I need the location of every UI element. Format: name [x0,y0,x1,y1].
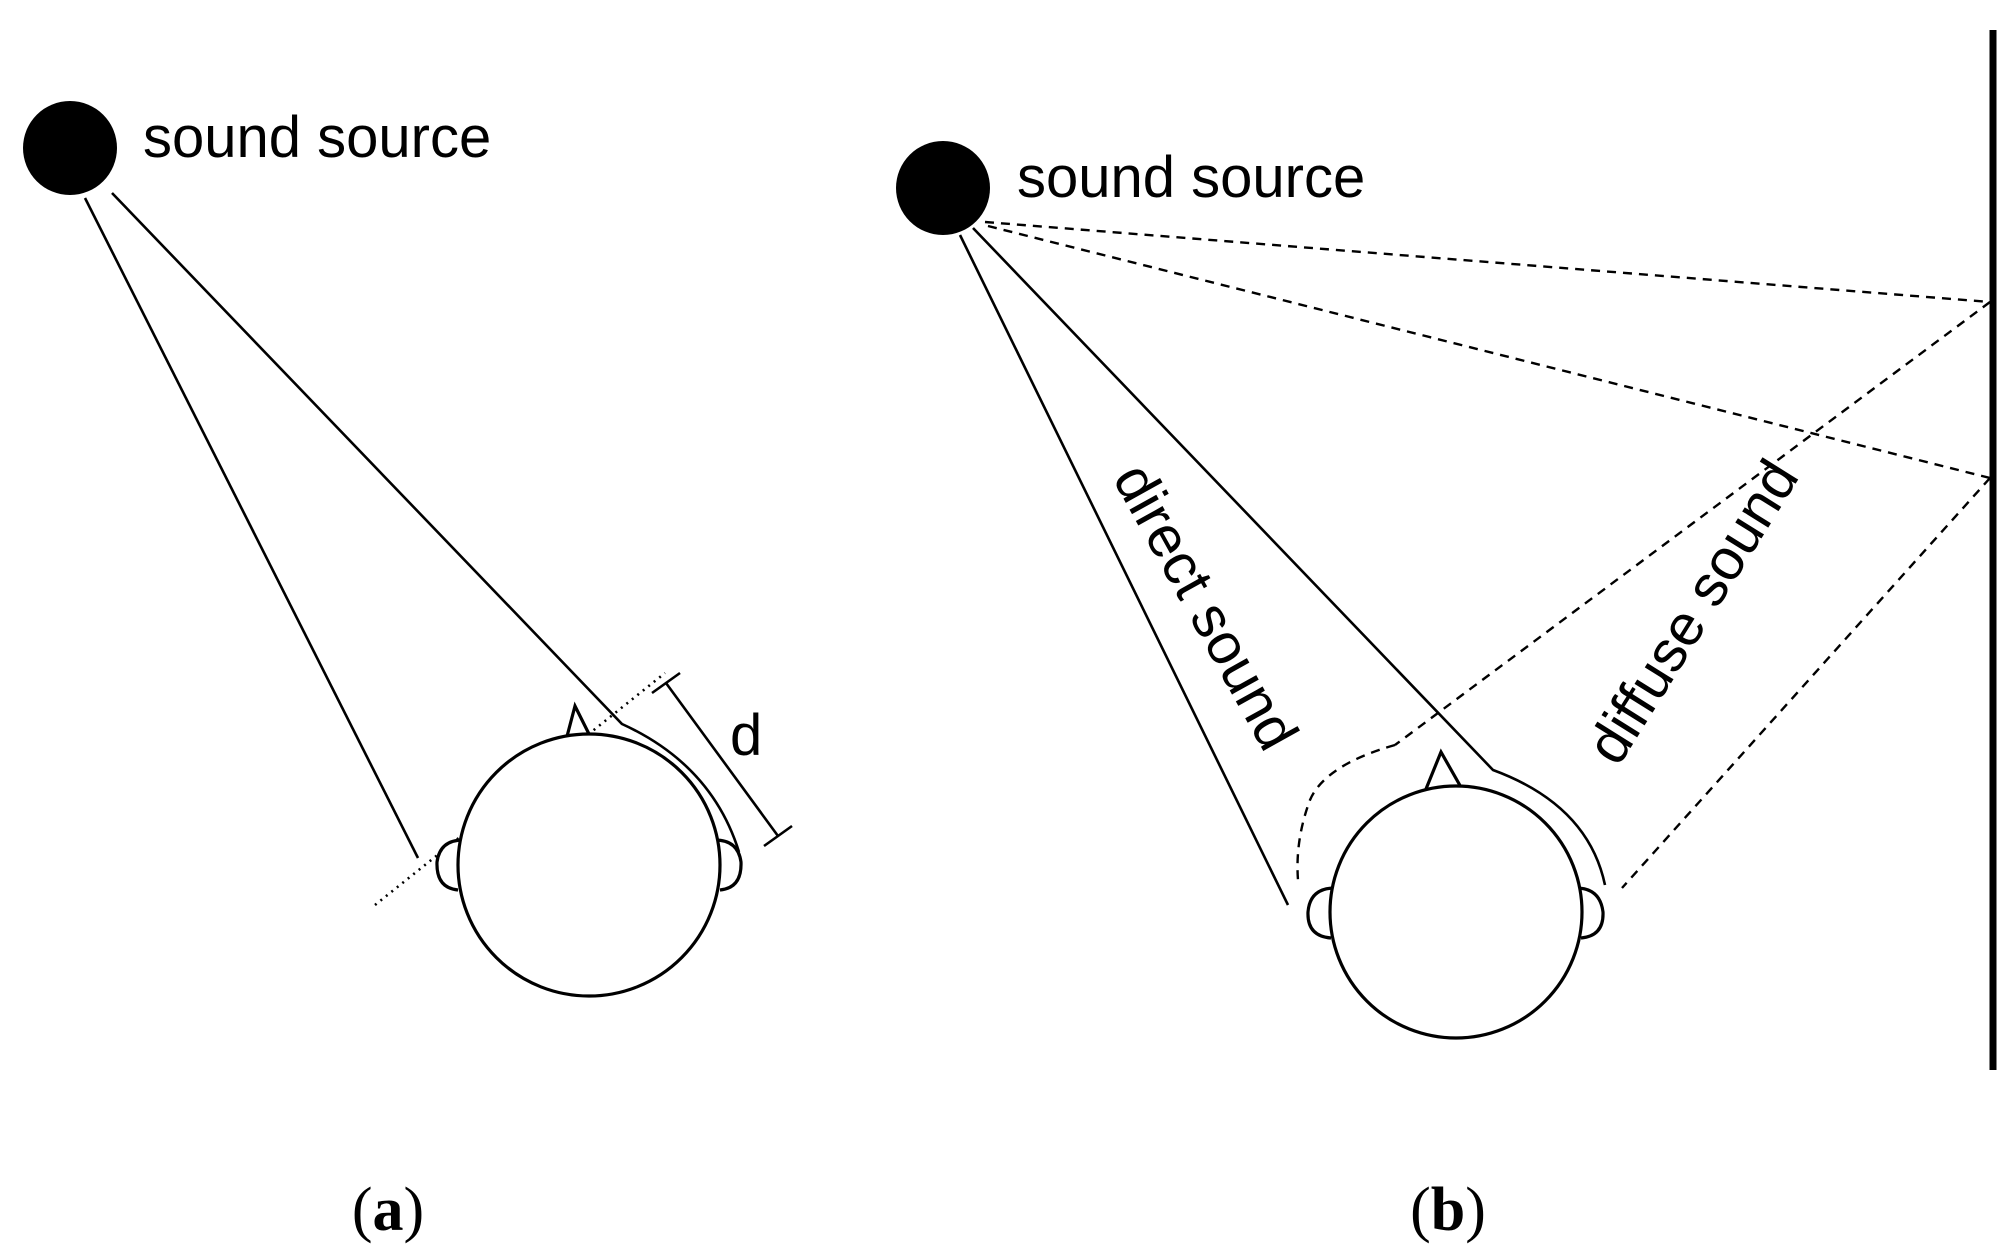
caption-a: (a) [352,1176,424,1244]
panel-a: sound source d [23,101,793,998]
sound-source-label-b: sound source [1017,145,1365,210]
distance-label-d: d [730,703,762,768]
diffuse-rays [984,220,1991,889]
ray-right-a [111,192,741,853]
caption-b: (b) [1410,1176,1486,1244]
distance-marker-d [651,671,793,848]
sound-source-label-a: sound source [143,105,491,170]
diffuse-sound-label: diffuse sound [1574,449,1811,775]
ray-left-a [83,197,420,859]
svg-text:(b): (b) [1410,1176,1486,1244]
caption-b-open-paren: ( [1410,1176,1431,1244]
caption-a-open-paren: ( [352,1176,373,1244]
caption-a-close-paren: ) [404,1176,425,1244]
caption-b-close-paren: ) [1465,1176,1486,1244]
caption-b-letter: b [1431,1176,1465,1244]
direct-sound-label: direct sound [1101,453,1311,761]
direct-ray-right [972,227,1607,886]
sound-source-dot-b [896,141,990,235]
caption-a-letter: a [373,1176,404,1244]
panel-b: sound source direct sound diffuse sound [896,30,1997,1070]
listener-head-a [435,701,743,998]
svg-text:(a): (a) [352,1176,424,1244]
sound-source-dot-a [23,101,117,195]
ear-axis-line-a [374,671,666,907]
direct-ray-left [958,234,1290,906]
listener-head-b [1306,748,1605,1040]
